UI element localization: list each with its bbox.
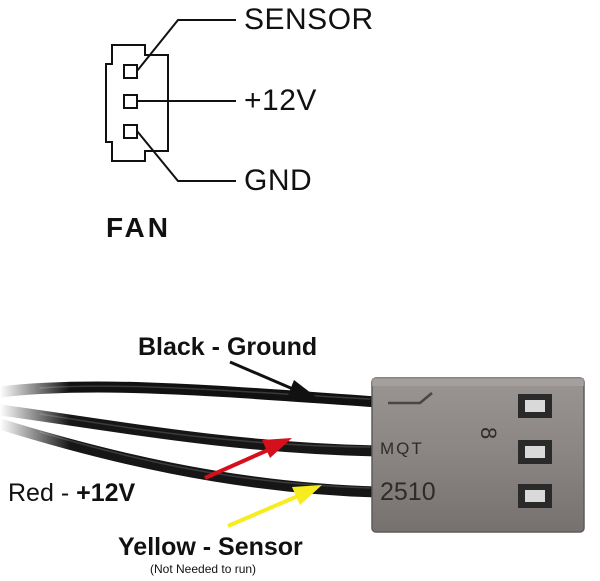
- connector-outline: [105, 44, 169, 162]
- label-red-sep: -: [53, 479, 77, 507]
- pin-square-sensor: [123, 64, 138, 79]
- label-yellow-sensor: Yellow - Sensor: [118, 533, 303, 562]
- label-black-ground: Black - Ground: [138, 333, 317, 362]
- arrow-yellow-sensor: [227, 485, 322, 528]
- label-red-color: Red: [8, 479, 54, 507]
- label-red-12v: Red - +12V: [8, 479, 135, 508]
- connector-mark-8: 8: [476, 427, 501, 439]
- label-yellow-sep: -: [195, 533, 219, 561]
- connector-mark-2510: 2510: [380, 478, 436, 506]
- sensor-optional-note: (Not Needed to run): [150, 562, 257, 576]
- fan-connector-housing: MQT 8 2510: [371, 377, 585, 533]
- fan-title: FAN: [106, 212, 171, 243]
- label-yellow-function: Sensor: [218, 533, 303, 561]
- connector-mark-mqt: MQT: [380, 439, 424, 458]
- arrow-black-ground: [229, 360, 320, 400]
- arrow-red-12v: [204, 438, 292, 480]
- pin-label-sensor: SENSOR: [244, 3, 374, 36]
- label-black-color: Black: [138, 333, 205, 361]
- label-red-function: +12V: [76, 479, 136, 507]
- pin-label-12v: +12V: [244, 84, 317, 117]
- label-black-function: Ground: [226, 333, 318, 361]
- connector-pin-slots: [518, 394, 552, 508]
- label-black-sep: -: [204, 333, 227, 361]
- leader-line-sensor: [136, 19, 236, 72]
- pin-label-gnd: GND: [244, 164, 313, 197]
- leader-line-gnd: [136, 130, 236, 182]
- label-yellow-color: Yellow: [118, 533, 196, 561]
